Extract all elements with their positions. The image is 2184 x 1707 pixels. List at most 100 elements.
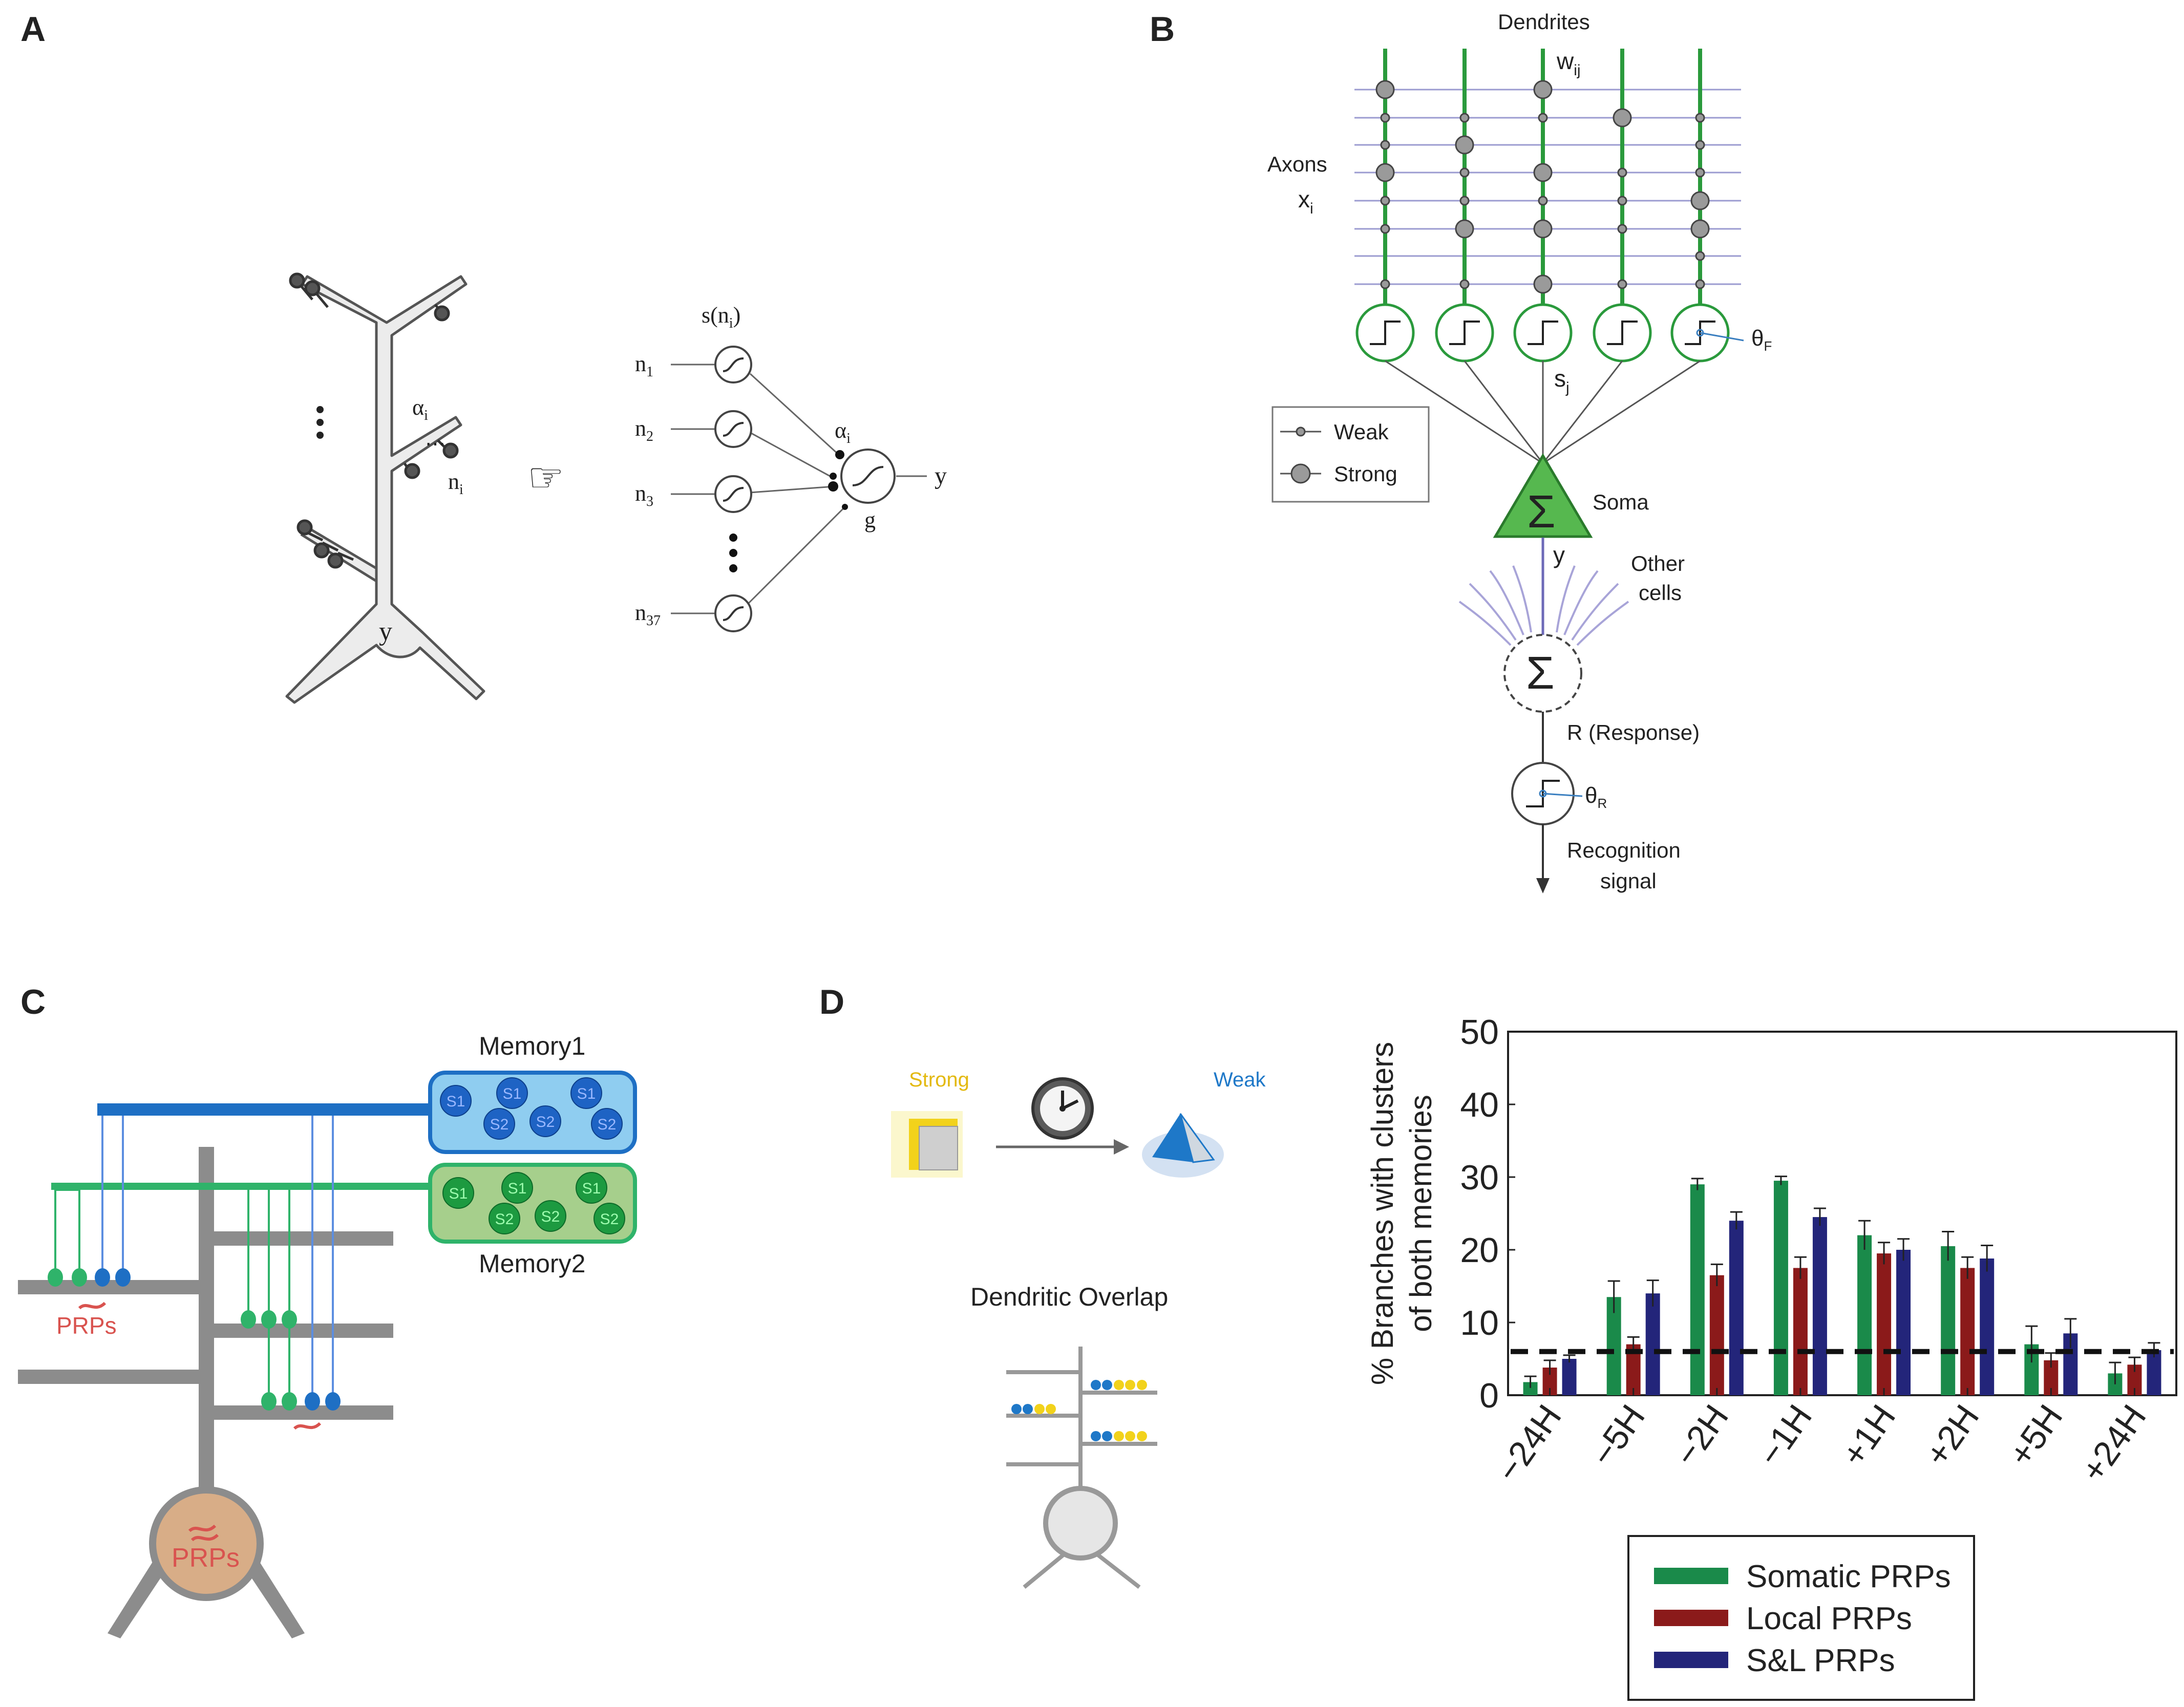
panel-b-axons-label: Axons	[1267, 152, 1327, 176]
panel-b-synapses	[1375, 80, 1710, 294]
svg-text:n2: n2	[635, 416, 653, 444]
panel-a-output-y: y	[935, 462, 947, 489]
panel-c-boutons	[48, 1268, 341, 1411]
chart-ytick-label: 20	[1460, 1231, 1499, 1270]
panel-b-y-label: y	[1553, 542, 1565, 568]
panel-b-response-label: R (Response)	[1567, 720, 1700, 744]
svg-text:S2: S2	[495, 1211, 514, 1228]
panel-b-s-label: sj	[1554, 365, 1570, 396]
panel-b-w-label: wij	[1556, 48, 1581, 79]
panel-c-prps-branch-squiggle-icon	[78, 1301, 107, 1310]
panel-c-prps-branch: PRPs	[56, 1312, 117, 1339]
panel-b-letter: B	[1150, 10, 1175, 49]
panel-b-theta-f-dot	[1696, 329, 1704, 337]
chart-legend-swatch	[1654, 1568, 1728, 1584]
panel-c-memory2-label: Memory2	[479, 1249, 585, 1278]
panel-b-soma-symbol: Σ	[1527, 486, 1556, 538]
panel-d: D Strong Weak Dendritic Overlap	[819, 983, 1266, 1589]
panel-d-weak-label: Weak	[1214, 1069, 1266, 1091]
panel-b-step-icons	[1370, 321, 1715, 345]
svg-text:n1: n1	[635, 351, 653, 380]
svg-text:S2: S2	[598, 1116, 617, 1133]
panel-a-dot	[729, 534, 737, 542]
svg-text:S2: S2	[600, 1211, 619, 1228]
bar-chart: % Branches with clusters of both memorie…	[1365, 1013, 2177, 1701]
panel-a-soma-y: y	[379, 617, 392, 646]
panel-b-other-cells-1: Other	[1631, 551, 1685, 575]
panel-a-spines	[289, 272, 459, 569]
panel-b-output-arrowhead	[1536, 878, 1550, 893]
chart-bar	[1793, 1268, 1808, 1395]
chart-legend-label: Somatic PRPs	[1746, 1559, 1951, 1594]
chart-bar	[1729, 1221, 1744, 1395]
panel-b-dendrites-label: Dendrites	[1498, 10, 1590, 34]
panel-b-theta-r-dot	[1539, 790, 1547, 798]
panel-b-sum-symbol: Σ	[1526, 648, 1555, 699]
chart-xtick-label: −5H	[1583, 1398, 1652, 1473]
svg-text:S1: S1	[582, 1180, 601, 1197]
panel-b-legend-weak: Weak	[1334, 420, 1389, 444]
panel-b-theta-r: θR	[1585, 783, 1607, 811]
svg-text:S2: S2	[536, 1114, 555, 1130]
panel-d-overlap-boutons	[1011, 1380, 1147, 1441]
chart-bar	[1877, 1253, 1892, 1395]
panel-b-other-inputs	[1458, 565, 1629, 646]
panel-c: C PRPs PRPs	[18, 983, 637, 1638]
panel-c-memory2-terminals	[54, 1189, 290, 1400]
panel-d-strong-label: Strong	[909, 1069, 969, 1091]
panel-a-input-labels: n1 n2 n3 n37	[635, 351, 661, 629]
chart-bar	[1980, 1258, 1995, 1395]
panel-b-soma-inputs	[1385, 360, 1701, 464]
clock-icon	[1031, 1077, 1094, 1140]
panel-c-memory1-cells	[440, 1077, 623, 1140]
chart-bar	[1773, 1181, 1788, 1395]
panel-b-axons	[1354, 89, 1741, 285]
svg-text:n3: n3	[635, 481, 653, 509]
panel-b-theta-f-line	[1700, 332, 1744, 342]
panel-b-sum-node	[1503, 634, 1582, 713]
chart-xtick-label: +24H	[2073, 1398, 2154, 1489]
panel-b-legend-strong: Strong	[1334, 462, 1397, 486]
chart-ytick-label: 50	[1460, 1013, 1499, 1052]
chart-bar	[1941, 1246, 1956, 1395]
panel-c-prps-soma-squiggle-icon	[188, 1524, 219, 1542]
panel-c-soma	[149, 1486, 264, 1601]
chart-ylabel-line2: of both memories	[1404, 1095, 1438, 1332]
panel-b-theta-f: θF	[1751, 326, 1772, 354]
panel-c-memory1-terminals	[101, 1116, 334, 1400]
panel-a-sigmoid-icons	[723, 357, 884, 621]
strong-cube-icon	[891, 1111, 963, 1178]
svg-text:S1: S1	[449, 1185, 468, 1202]
panel-c-memory1-cell-labels: S1 S1 S1 S2 S2 S2	[447, 1085, 617, 1133]
panel-a-n-label: ni	[448, 469, 463, 498]
panel-d-overlap-dendrite	[1006, 1347, 1157, 1589]
panel-a-dots-branch: ⋯	[425, 433, 446, 455]
panel-b-other-cells-2: cells	[1639, 581, 1682, 605]
weak-wedge-icon	[1142, 1113, 1224, 1178]
chart-bar	[1709, 1275, 1724, 1395]
panel-a-s-label: s(ni)	[702, 303, 740, 331]
chart-xtick-label: +5H	[2001, 1398, 2070, 1473]
panel-a-g-label: g	[864, 507, 876, 532]
panel-c-memory2-cell-labels: S1 S1 S1 S2 S2 S2	[449, 1180, 619, 1228]
panel-a-dot	[729, 549, 737, 557]
panel-d-time-arrowhead	[1114, 1139, 1129, 1155]
chart-ylabel-line1: % Branches with clusters	[1365, 1042, 1400, 1385]
chart-bar	[1562, 1359, 1577, 1395]
chart-ytick-label: 30	[1460, 1158, 1499, 1197]
chart-xtick-label: −1H	[1750, 1398, 1819, 1473]
panel-c-memory1-label: Memory1	[479, 1032, 585, 1060]
panel-b-recognition-2: signal	[1600, 869, 1657, 893]
panel-c-memory2-axon	[51, 1183, 430, 1190]
panel-c-memory1-axon	[97, 1103, 430, 1116]
chart-bar	[1690, 1184, 1705, 1395]
svg-text:n37: n37	[635, 600, 661, 629]
panel-b: B Dendrites wij Axons xi	[1150, 10, 1772, 893]
chart-bar	[1960, 1268, 1975, 1395]
panel-c-letter: C	[20, 983, 46, 1021]
chart-legend-label: S&L PRPs	[1746, 1643, 1895, 1678]
panel-c-prps-lower-squiggle-icon	[293, 1422, 322, 1430]
chart-ytick-label: 40	[1460, 1085, 1499, 1124]
